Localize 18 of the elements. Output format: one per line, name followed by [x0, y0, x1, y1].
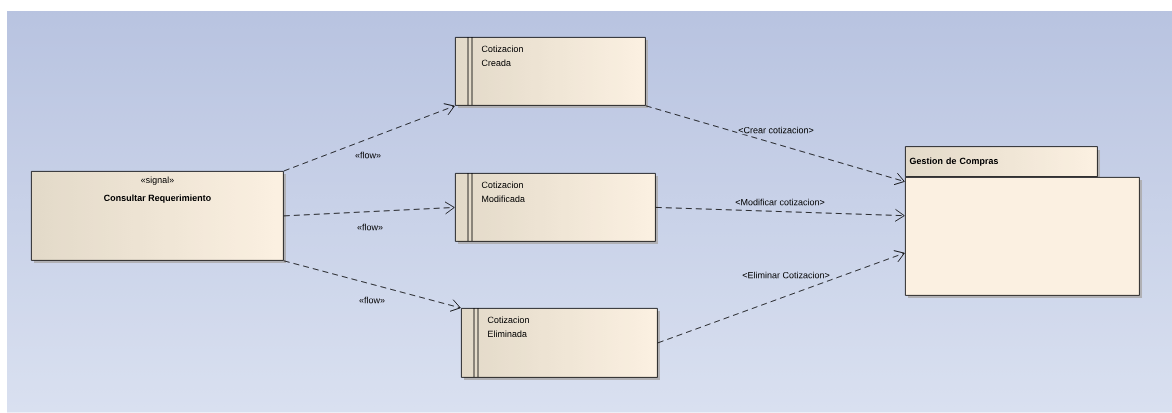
edge-label: «flow» — [354, 150, 382, 160]
flow-arrow — [645, 105, 905, 186]
activity-box: Cotizacion Modificada — [455, 172, 658, 244]
activity-box: Cotizacion Creada — [455, 36, 648, 108]
flow-arrow — [657, 250, 905, 344]
package-box: Gestion de Compras — [905, 146, 1142, 298]
activity-box: Cotizacion Eliminada — [461, 307, 660, 380]
signal-box: «signal» Consultar Requerimiento — [31, 171, 286, 263]
edge-label: «flow» — [358, 295, 386, 305]
edge-label: <Crear cotizacion> — [737, 125, 815, 135]
edge-label: <Modificar cotizacion> — [734, 197, 826, 207]
flow-arrow — [283, 103, 455, 172]
edge-label: «flow» — [356, 222, 384, 232]
node-label: Gestion de Compras — [909, 157, 999, 166]
flow-arrow — [283, 260, 461, 312]
flow-arrow — [655, 207, 905, 222]
flow-arrow — [283, 201, 455, 217]
edge-label: <Eliminar Cotizacion> — [741, 270, 831, 280]
